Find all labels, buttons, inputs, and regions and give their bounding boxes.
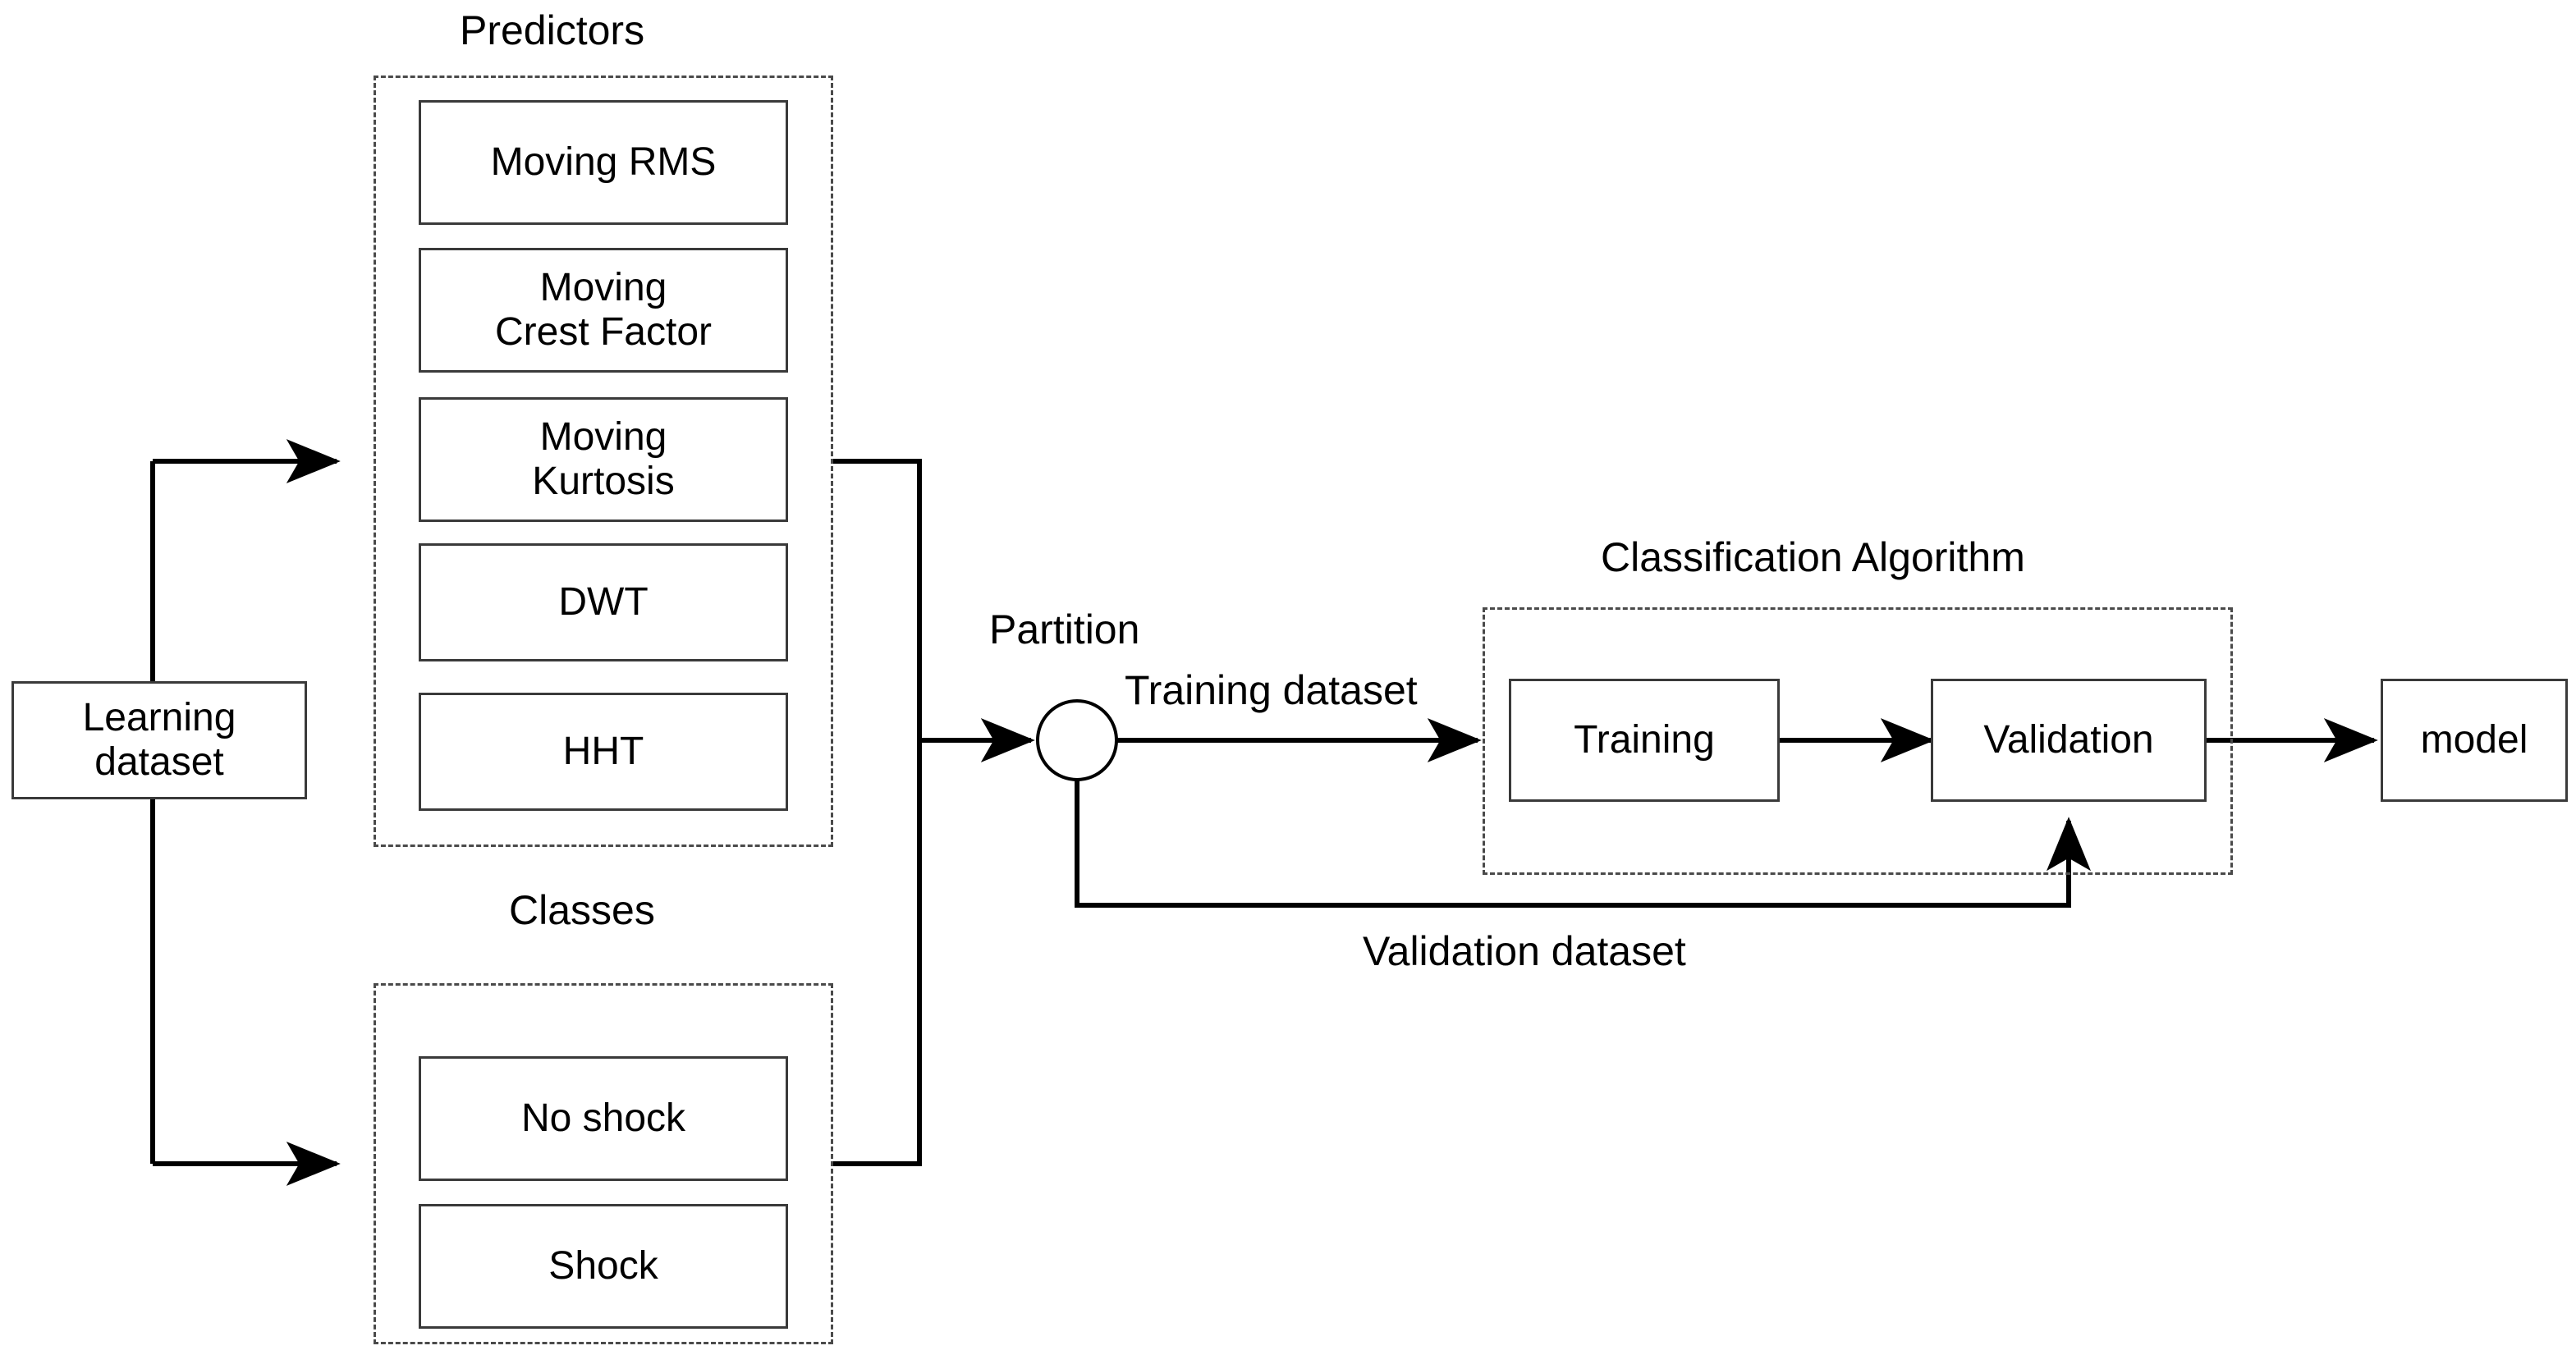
edge-classes-to-partition bbox=[833, 740, 922, 1166]
predictor-label-moving-crest-factor-line2: Crest Factor bbox=[494, 310, 713, 354]
predictor-label-dwt: DWT bbox=[558, 580, 649, 625]
edge-learning-to-groups bbox=[150, 439, 341, 1186]
training-dataset-edge-label: Training dataset bbox=[1125, 667, 1418, 713]
predictors-group-box bbox=[374, 76, 833, 847]
validation-dataset-edge-label: Validation dataset bbox=[1363, 928, 1686, 974]
class-label-no-shock: No shock bbox=[520, 1096, 686, 1141]
model-node[interactable]: model bbox=[2381, 679, 2568, 802]
class-label-shock: Shock bbox=[548, 1244, 658, 1288]
predictor-label-moving-crest-factor-line1: Moving bbox=[539, 266, 667, 310]
classification-algorithm-group-box bbox=[1483, 607, 2233, 875]
model-label: model bbox=[2420, 718, 2528, 762]
training-node[interactable]: Training bbox=[1509, 679, 1780, 802]
class-box-shock[interactable]: Shock bbox=[419, 1204, 788, 1329]
predictor-box-moving-kurtosis[interactable]: Moving Kurtosis bbox=[419, 397, 788, 522]
partition-node bbox=[1036, 699, 1118, 781]
classes-group-title: Classes bbox=[509, 887, 655, 933]
partition-label: Partition bbox=[989, 606, 1140, 652]
validation-label: Validation bbox=[1983, 718, 2154, 762]
predictor-box-moving-rms[interactable]: Moving RMS bbox=[419, 100, 788, 225]
validation-node[interactable]: Validation bbox=[1931, 679, 2207, 802]
predictor-box-dwt[interactable]: DWT bbox=[419, 543, 788, 661]
predictor-box-hht[interactable]: HHT bbox=[419, 693, 788, 811]
predictor-label-moving-rms: Moving RMS bbox=[490, 140, 717, 185]
training-label: Training bbox=[1574, 718, 1715, 762]
predictor-label-moving-kurtosis-line2: Kurtosis bbox=[532, 460, 675, 503]
learning-dataset-label-line1: Learning bbox=[82, 696, 236, 740]
edge-predictors-to-partition bbox=[833, 459, 922, 740]
class-box-no-shock[interactable]: No shock bbox=[419, 1056, 788, 1181]
learning-dataset-node[interactable]: Learning dataset bbox=[11, 681, 307, 799]
classification-algorithm-group-title: Classification Algorithm bbox=[1601, 534, 2025, 580]
predictors-group-title: Predictors bbox=[460, 7, 645, 53]
predictor-label-moving-kurtosis-line1: Moving bbox=[539, 415, 667, 460]
predictor-label-hht: HHT bbox=[562, 730, 644, 774]
predictor-box-moving-crest-factor[interactable]: Moving Crest Factor bbox=[419, 248, 788, 373]
learning-dataset-label-line2: dataset bbox=[94, 740, 224, 784]
classes-group-box bbox=[374, 983, 833, 1344]
